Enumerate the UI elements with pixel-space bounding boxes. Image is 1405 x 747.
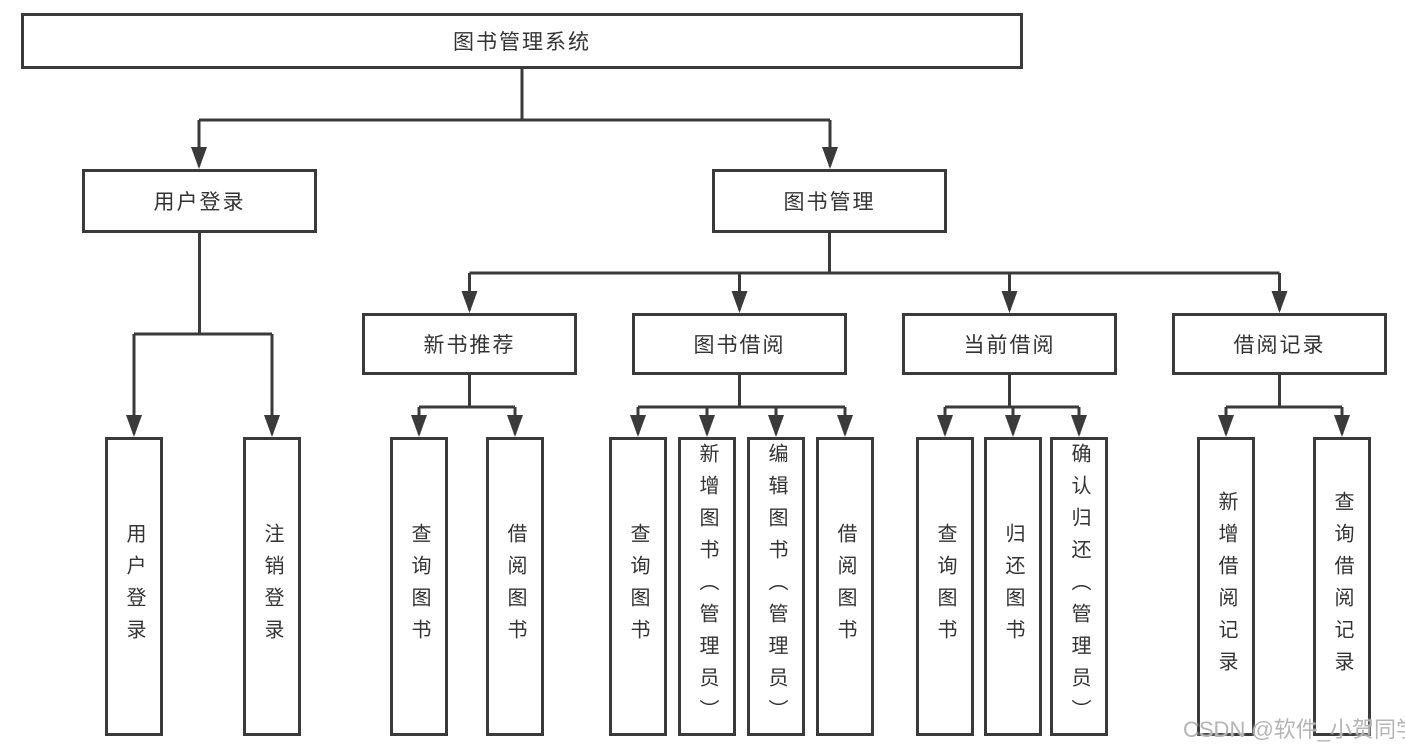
node-label: 查询借阅记录: [1331, 490, 1353, 683]
node-label: 图书管理: [783, 191, 876, 214]
node-new-book-recommendation: 新书推荐: [362, 313, 577, 375]
leaf-edit-books-admin: 编辑图书（管理员）: [747, 437, 805, 736]
node-label: 当前借阅: [963, 334, 1056, 357]
node-label: 注销登录: [261, 522, 283, 651]
node-label: 新书推荐: [423, 334, 516, 357]
leaf-add-borrow-record: 新增借阅记录: [1197, 437, 1255, 736]
node-label: 查询图书: [408, 522, 430, 651]
node-label: 借阅图书: [504, 522, 526, 651]
node-book-borrowing: 图书借阅: [632, 313, 847, 375]
leaf-query-books-recommend: 查询图书: [390, 437, 448, 736]
node-book-management-branch: 图书管理: [712, 169, 947, 233]
node-label: 编辑图书（管理员）: [765, 442, 787, 731]
leaf-logout: 注销登录: [243, 437, 301, 736]
leaf-return-books: 归还图书: [984, 437, 1042, 736]
node-label: 查询图书: [627, 522, 649, 651]
node-label: 新增借阅记录: [1215, 490, 1237, 683]
leaf-user-login: 用户登录: [105, 437, 163, 736]
node-label: 图书管理系统: [453, 31, 591, 54]
leaf-borrow-books: 借阅图书: [816, 437, 874, 736]
node-label: 用户登录: [123, 522, 145, 651]
node-label: 图书借阅: [693, 334, 786, 357]
leaf-query-books-borrow: 查询图书: [609, 437, 667, 736]
node-label: 确认归还（管理员）: [1068, 442, 1090, 731]
node-current-borrowing: 当前借阅: [902, 313, 1117, 375]
leaf-query-books-current: 查询图书: [916, 437, 974, 736]
leaf-query-borrow-record: 查询借阅记录: [1313, 437, 1371, 736]
node-label: 用户登录: [153, 191, 246, 214]
node-label: 借阅图书: [834, 522, 856, 651]
leaf-confirm-return-admin: 确认归还（管理员）: [1050, 437, 1108, 736]
csdn-watermark: CSDN @软件_小贺同学: [1183, 717, 1405, 742]
node-user-login-branch: 用户登录: [82, 169, 317, 233]
node-label: 查询图书: [934, 522, 956, 651]
node-label: 新增图书（管理员）: [696, 442, 718, 731]
leaf-borrow-books-recommend: 借阅图书: [486, 437, 544, 736]
node-label: 归还图书: [1002, 522, 1024, 651]
node-library-management-system: 图书管理系统: [21, 13, 1023, 69]
leaf-add-books-admin: 新增图书（管理员）: [678, 437, 736, 736]
node-label: 借阅记录: [1233, 334, 1326, 357]
node-borrowing-records: 借阅记录: [1172, 313, 1387, 375]
